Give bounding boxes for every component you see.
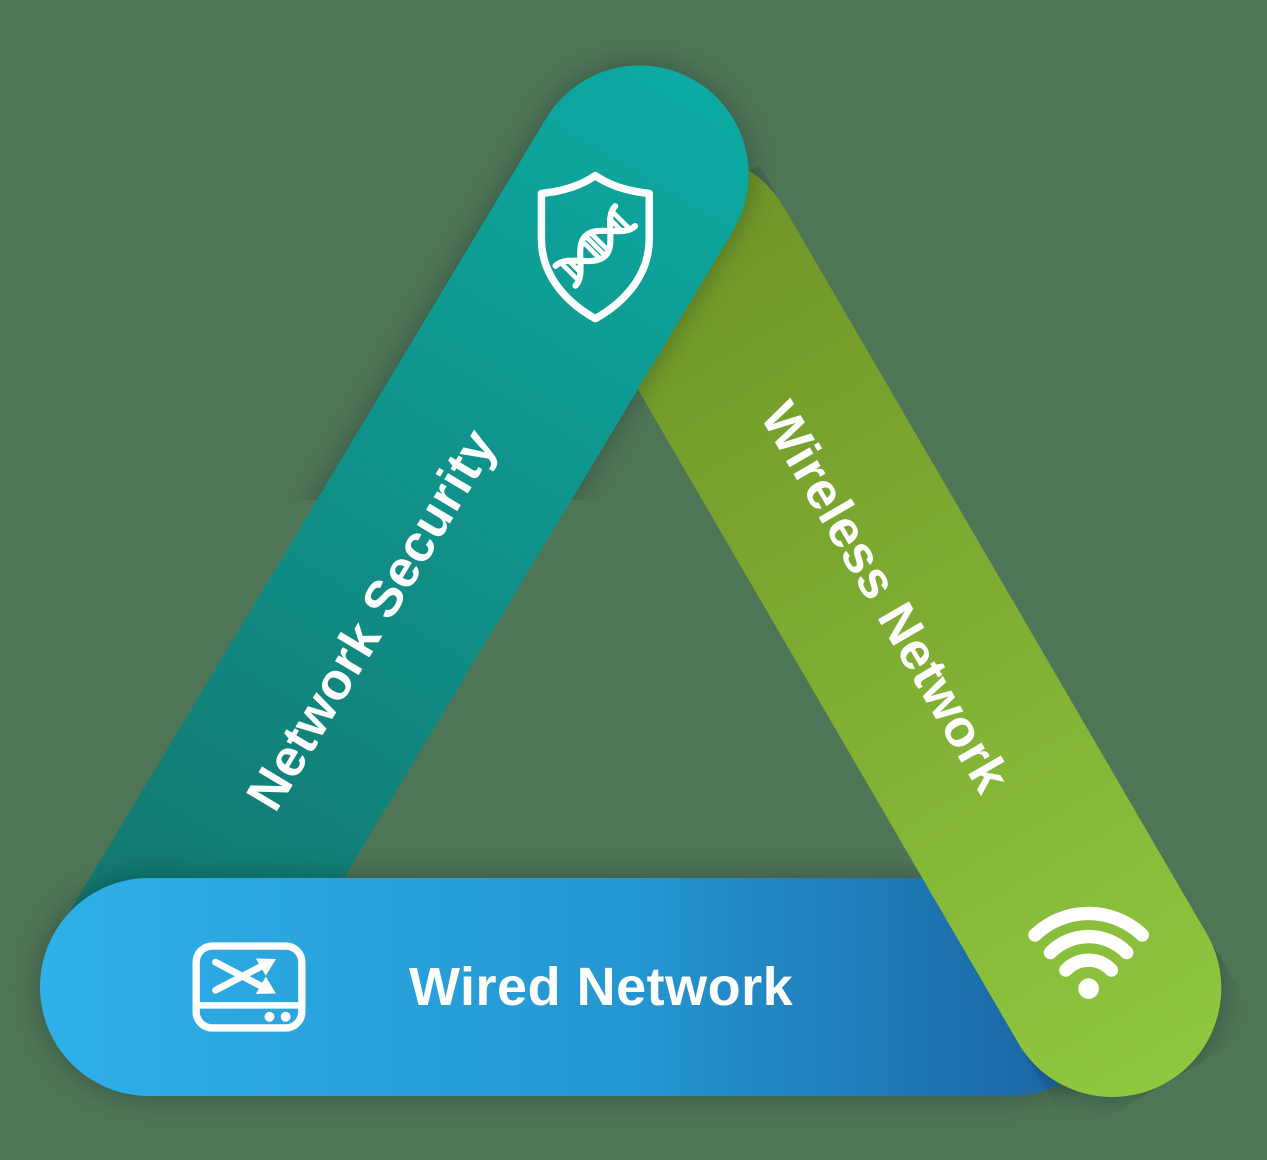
network-switch-icon [180,918,318,1056]
segment-wireless-network: Wireless Network [541,113,1262,1137]
network-security-label: Network Security [235,419,509,821]
segment-wired-network: Wired Network [40,878,1119,1096]
wired-network-label: Wired Network [409,957,794,1017]
wifi-icon [1023,881,1155,1013]
wireless-network-label: Wireless Network [749,392,1022,803]
